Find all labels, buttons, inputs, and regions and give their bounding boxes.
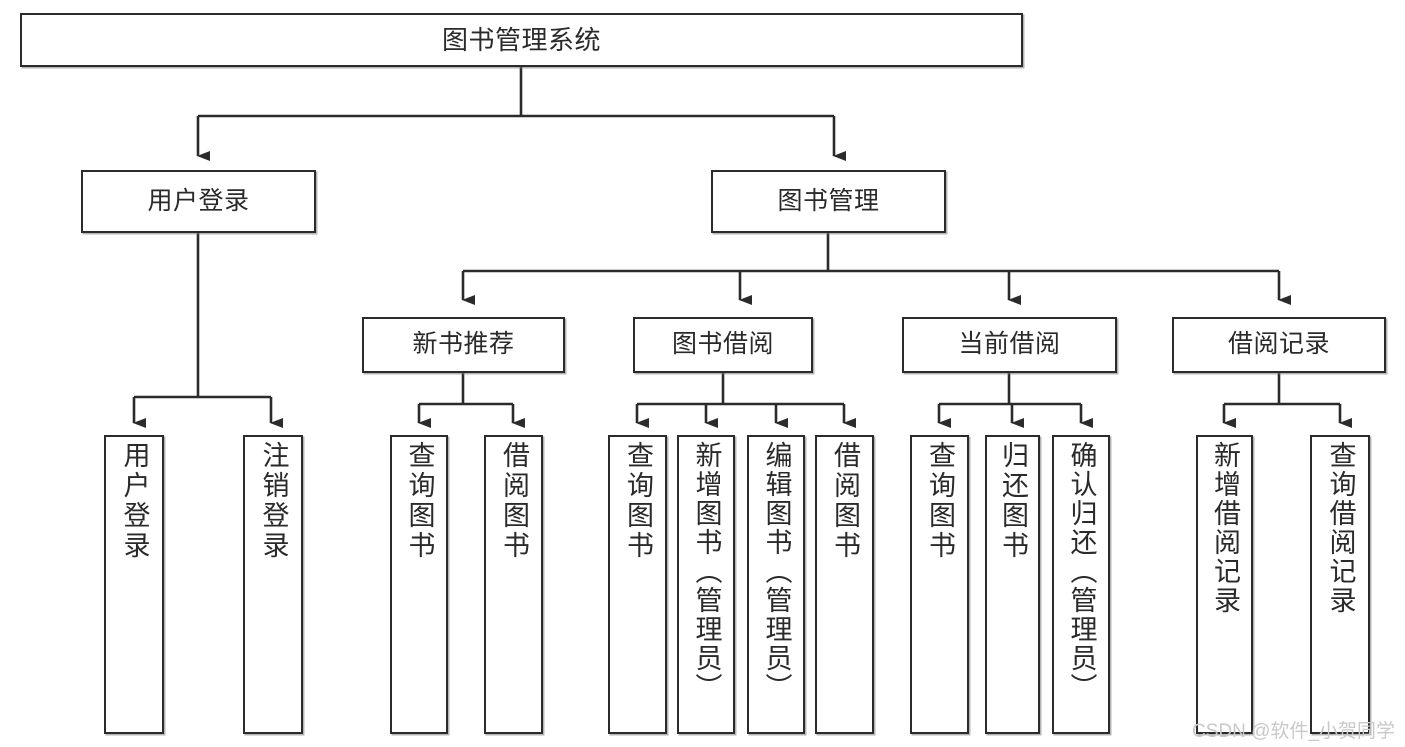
leaf-confirm-return-admin-label: 确认归还（管理员）	[1066, 441, 1097, 702]
leaf-query-book-current[interactable]: 查询图书	[910, 435, 969, 734]
leaf-return-book-label: 归还图书	[998, 441, 1028, 561]
leaf-add-borrow-record-label: 新增借阅记录	[1210, 441, 1240, 615]
leaf-user-login[interactable]: 用户登录	[104, 435, 164, 734]
leaf-borrow-book-recommend-label: 借阅图书	[499, 441, 529, 561]
leaf-borrow-book-label: 借阅图书	[830, 441, 860, 561]
leaf-confirm-return-admin[interactable]: 确认归还（管理员）	[1052, 435, 1110, 734]
node-book-borrow[interactable]: 图书借阅	[633, 317, 813, 373]
leaf-add-borrow-record[interactable]: 新增借阅记录	[1196, 435, 1253, 734]
leaf-query-book-recommend-label: 查询图书	[404, 441, 435, 561]
leaf-edit-book-admin[interactable]: 编辑图书（管理员）	[747, 435, 805, 734]
leaf-query-book-recommend[interactable]: 查询图书	[390, 435, 448, 734]
leaf-borrow-book[interactable]: 借阅图书	[815, 435, 874, 734]
leaf-query-book-current-label: 查询图书	[925, 441, 955, 561]
leaf-user-login-label: 用户登录	[119, 441, 150, 561]
node-book-management-label: 图书管理	[777, 186, 880, 215]
leaf-query-borrow-record-label: 查询借阅记录	[1325, 441, 1356, 615]
leaf-return-book[interactable]: 归还图书	[985, 435, 1040, 734]
leaf-logout[interactable]: 注销登录	[243, 435, 303, 734]
node-new-book-recommend[interactable]: 新书推荐	[362, 317, 565, 373]
node-book-borrow-label: 图书借阅	[671, 330, 774, 359]
leaf-logout-label: 注销登录	[258, 441, 289, 561]
node-root-label: 图书管理系统	[441, 24, 601, 55]
leaf-add-book-admin-label: 新增图书（管理员）	[691, 441, 722, 702]
node-current-borrow[interactable]: 当前借阅	[902, 317, 1117, 373]
node-book-management[interactable]: 图书管理	[711, 170, 946, 233]
node-borrow-record-label: 借阅记录	[1227, 330, 1330, 359]
leaf-edit-book-admin-label: 编辑图书（管理员）	[761, 441, 792, 702]
leaf-add-book-admin[interactable]: 新增图书（管理员）	[677, 435, 735, 734]
node-user-login[interactable]: 用户登录	[81, 170, 316, 233]
node-user-login-label: 用户登录	[147, 186, 250, 215]
node-borrow-record[interactable]: 借阅记录	[1172, 317, 1386, 373]
node-new-book-recommend-label: 新书推荐	[412, 330, 515, 359]
node-root[interactable]: 图书管理系统	[20, 13, 1023, 67]
leaf-borrow-book-recommend[interactable]: 借阅图书	[484, 435, 543, 734]
leaf-query-borrow-record[interactable]: 查询借阅记录	[1310, 435, 1370, 734]
node-current-borrow-label: 当前借阅	[958, 330, 1061, 359]
leaf-query-book-borrow-label: 查询图书	[623, 441, 653, 561]
leaf-query-book-borrow[interactable]: 查询图书	[608, 435, 667, 734]
